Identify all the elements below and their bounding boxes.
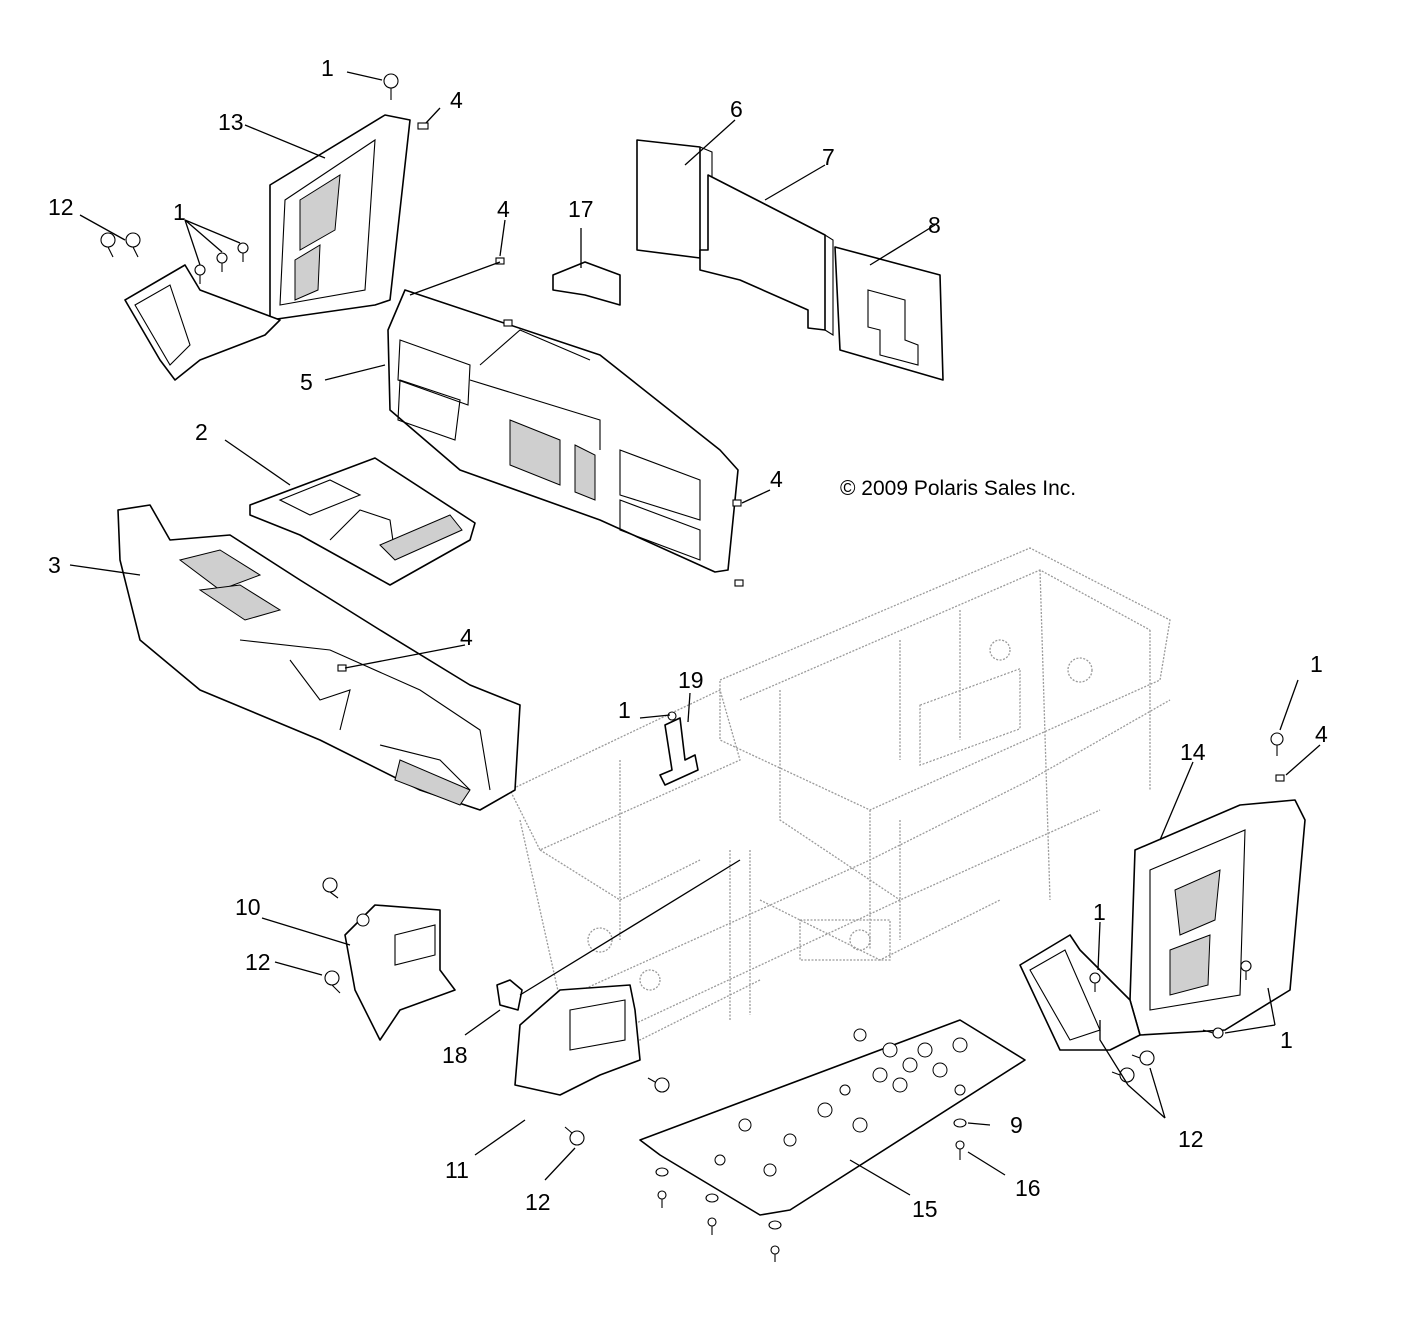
- callout-label: 13: [218, 109, 244, 135]
- bolt-icon: [955, 1140, 965, 1160]
- part-13-left-side-panel: [124, 114, 411, 381]
- washer-icon: [768, 1220, 782, 1230]
- callout-label: 4: [450, 87, 463, 113]
- callout-label: 2: [195, 419, 208, 445]
- clip-icon: [417, 122, 429, 130]
- part-5-rear-panel: [387, 289, 739, 573]
- callout-label: 12: [1178, 1126, 1204, 1152]
- callout-label: 1: [618, 697, 631, 723]
- bolt-icon: [237, 242, 249, 262]
- part-2-center-cover: [249, 457, 476, 586]
- callout-label: 1: [1310, 651, 1323, 677]
- callout-label: 11: [445, 1157, 469, 1183]
- bolt-icon: [1270, 732, 1284, 756]
- callout-label: 18: [442, 1042, 468, 1068]
- part-19-bracket: [659, 717, 699, 786]
- callout-label: 4: [770, 466, 783, 492]
- clip-icon: [337, 664, 347, 672]
- bolt-icon: [100, 232, 116, 258]
- bolt-icon: [1111, 1067, 1135, 1083]
- callout-label: 14: [1180, 739, 1206, 765]
- callout-label: 7: [822, 144, 835, 170]
- callout-label: 16: [1015, 1175, 1041, 1201]
- part-11-cover: [514, 984, 641, 1096]
- callout-label: 10: [235, 894, 261, 920]
- part-3-front-floor: [117, 504, 521, 811]
- bolt-icon: [1240, 960, 1252, 980]
- clip-icon: [734, 579, 744, 587]
- callout-labels: 1 4 13 12 1 6 7 8 4 17 5 2 4 3 4 19 1 1 …: [48, 55, 1328, 1222]
- clip-icon: [732, 499, 742, 507]
- part-7-foam-panel: [699, 174, 834, 336]
- leader-lines: [69, 71, 1321, 1196]
- part-8-foam-panel: [834, 246, 944, 381]
- bolt-icon: [322, 877, 339, 899]
- bolt-icon: [216, 252, 228, 272]
- callout-label: 9: [1010, 1112, 1023, 1138]
- part-15-skid-plate: [639, 1019, 1026, 1216]
- callout-label: 1: [321, 55, 334, 81]
- washer-icon: [705, 1193, 719, 1203]
- bolt-icon: [564, 1126, 585, 1146]
- callout-label: 4: [460, 624, 473, 650]
- bolt-icon: [383, 73, 399, 100]
- callout-label: 1: [1093, 899, 1106, 925]
- bolt-icon: [1131, 1050, 1155, 1066]
- bolt-icon: [707, 1217, 717, 1235]
- bolt-icon: [770, 1245, 780, 1262]
- bolt-icon: [194, 264, 206, 284]
- callout-label: 6: [730, 96, 743, 122]
- washer-icon: [655, 1167, 669, 1177]
- part-6-foam-panel: [636, 139, 713, 263]
- bolt-icon: [1202, 1027, 1224, 1039]
- callout-label: 17: [568, 196, 594, 222]
- bolt-icon: [1089, 972, 1101, 992]
- bolt-icon: [657, 1190, 667, 1208]
- callout-label: 1: [1280, 1027, 1293, 1053]
- part-14-right-side-panel: [1019, 799, 1306, 1051]
- callout-label: 12: [245, 949, 271, 975]
- fasteners: [100, 73, 1285, 1262]
- clip-icon: [495, 257, 505, 265]
- callout-label: 8: [928, 212, 941, 238]
- part-18-clip: [496, 979, 523, 1011]
- part-10-cover: [344, 904, 456, 1041]
- bolt-icon: [125, 232, 141, 258]
- copyright-text: © 2009 Polaris Sales Inc.: [840, 477, 1076, 500]
- chassis-frame: [509, 547, 1171, 1041]
- callout-label: 12: [48, 194, 74, 220]
- callout-label: 5: [300, 369, 313, 395]
- part-17-bracket: [552, 261, 621, 306]
- callout-label: 1: [173, 199, 186, 225]
- callout-label: 4: [1315, 721, 1328, 747]
- callout-label: 3: [48, 552, 61, 578]
- callout-label: 12: [525, 1189, 551, 1215]
- callout-label: 19: [678, 667, 704, 693]
- bolt-icon: [647, 1077, 670, 1093]
- washer-icon: [953, 1118, 967, 1128]
- callout-label: 4: [497, 196, 510, 222]
- clip-icon: [503, 319, 513, 327]
- clip-icon: [1275, 774, 1285, 782]
- bolt-icon: [667, 711, 677, 721]
- bolt-icon: [324, 970, 341, 994]
- callout-label: 15: [912, 1196, 938, 1222]
